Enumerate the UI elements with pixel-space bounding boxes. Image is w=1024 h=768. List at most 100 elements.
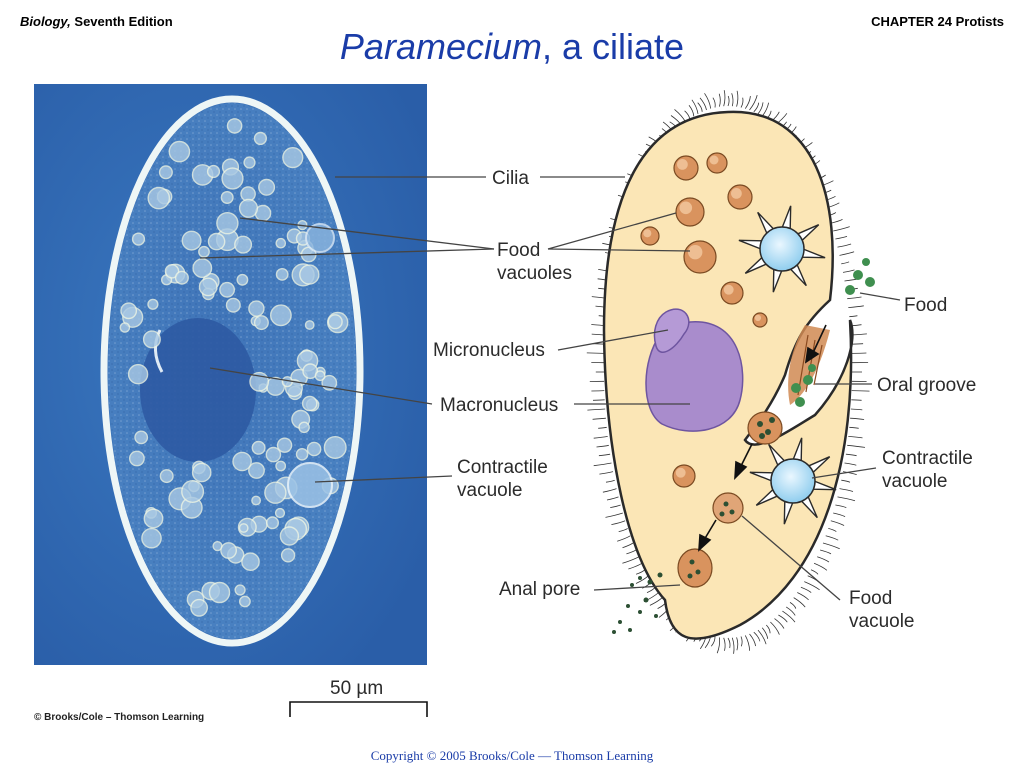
cilium	[841, 479, 851, 483]
food-particle	[638, 610, 642, 614]
cilium	[837, 496, 856, 502]
cilium	[740, 636, 743, 647]
cilium	[761, 102, 769, 117]
micrograph-vacuole	[275, 267, 289, 281]
title-rest: , a ciliate	[541, 26, 685, 67]
cilium	[810, 569, 819, 575]
food-particle	[862, 258, 870, 266]
micrograph-vacuole	[238, 595, 251, 608]
cilium	[744, 635, 750, 651]
cilium	[757, 629, 767, 645]
food-particle	[689, 559, 695, 565]
image-credit: © Brooks/Cole – Thomson Learning	[34, 712, 205, 723]
food-particle	[853, 270, 863, 280]
cilium	[622, 556, 639, 564]
cilium	[837, 243, 852, 248]
cilium	[833, 512, 846, 517]
micrograph-vacuole	[190, 598, 209, 617]
header-book: Biology, Seventh Edition	[20, 14, 173, 29]
food-particle	[769, 417, 775, 423]
micrograph-vacuole	[234, 235, 253, 254]
micrograph-vacuole	[274, 507, 286, 519]
book-title: Biology,	[20, 14, 71, 29]
label-contractile-right-line1: Contractile	[882, 448, 973, 469]
micrograph-vacuole	[266, 516, 280, 530]
food-particle	[729, 509, 735, 515]
micrograph-vacuole	[131, 232, 146, 246]
micrograph-vacuole	[219, 281, 236, 298]
cilium	[744, 96, 751, 109]
micrograph-macronucleus	[140, 318, 256, 462]
food-particle	[657, 572, 663, 578]
micrograph-vacuole	[241, 552, 260, 572]
cilium	[848, 305, 864, 308]
micrograph-contractile-vacuole-top	[305, 223, 335, 253]
cilium	[847, 296, 862, 300]
cilium	[727, 637, 731, 649]
cilium	[598, 426, 607, 429]
cilium	[635, 575, 649, 584]
food-particle	[759, 433, 765, 439]
cilium	[586, 352, 605, 354]
micrograph-contractile-vacuole	[287, 462, 333, 508]
book-edition: Seventh Edition	[70, 14, 173, 29]
micrograph-vacuole	[147, 186, 171, 210]
cilium	[618, 528, 628, 532]
micrograph-vacuole	[304, 320, 315, 330]
cilium	[839, 488, 854, 492]
micrograph-vacuole	[207, 232, 226, 251]
cilium	[602, 488, 617, 493]
cilium	[691, 99, 699, 114]
contractile-vacuole-top	[738, 205, 826, 293]
cilium	[611, 520, 626, 525]
food-particle	[643, 597, 649, 603]
food-particle	[757, 421, 763, 427]
micrograph-vacuole	[159, 469, 174, 484]
micrograph-vacuole	[119, 322, 131, 333]
diagram-cell	[586, 90, 875, 654]
scale-bar-line	[289, 701, 428, 717]
cilium	[839, 251, 855, 256]
micrograph-vacuole	[164, 263, 180, 279]
micrograph-vacuole	[120, 302, 138, 320]
cilium	[688, 104, 695, 117]
cilium	[800, 586, 812, 593]
cilium	[817, 556, 830, 563]
cilium	[712, 97, 716, 108]
moving-food-vacuole	[712, 492, 744, 524]
cilium	[628, 562, 643, 570]
micrograph-vacuole	[299, 264, 320, 285]
cilium	[820, 549, 832, 555]
label-cilia: Cilia	[492, 168, 529, 189]
cilium	[699, 97, 707, 111]
micrograph-vacuole	[323, 436, 347, 460]
contractile-vacuole-bottom	[749, 437, 837, 525]
label-food-vacuoles-line1: Food	[497, 240, 540, 261]
cilium	[697, 102, 703, 112]
micrograph-food-vacuoles	[119, 118, 349, 617]
micrograph-vacuole	[314, 370, 326, 382]
cilium	[813, 562, 828, 571]
food-particle	[687, 573, 693, 579]
cilium	[804, 581, 820, 591]
scale-bar-label: 50 µm	[330, 678, 383, 699]
cilium	[851, 343, 864, 345]
cilium	[723, 90, 726, 107]
micrograph-vacuole	[295, 447, 309, 461]
cilium	[789, 602, 797, 609]
micrograph-vacuole	[141, 527, 162, 549]
micrograph-vacuole	[181, 480, 205, 504]
cilium	[599, 471, 614, 475]
food-particles	[612, 258, 875, 634]
micrograph-vacuole	[192, 258, 213, 278]
cilium	[736, 637, 739, 651]
micrograph-vacuole	[238, 198, 259, 218]
cilium	[606, 496, 619, 501]
micrograph-vacuole	[276, 437, 293, 453]
micrograph-vacuole	[128, 450, 145, 467]
cilium	[731, 93, 734, 107]
cilium	[731, 637, 735, 654]
micrograph-vacuole	[301, 395, 318, 412]
forming-food-vacuole	[747, 411, 783, 445]
cilium	[842, 269, 855, 273]
